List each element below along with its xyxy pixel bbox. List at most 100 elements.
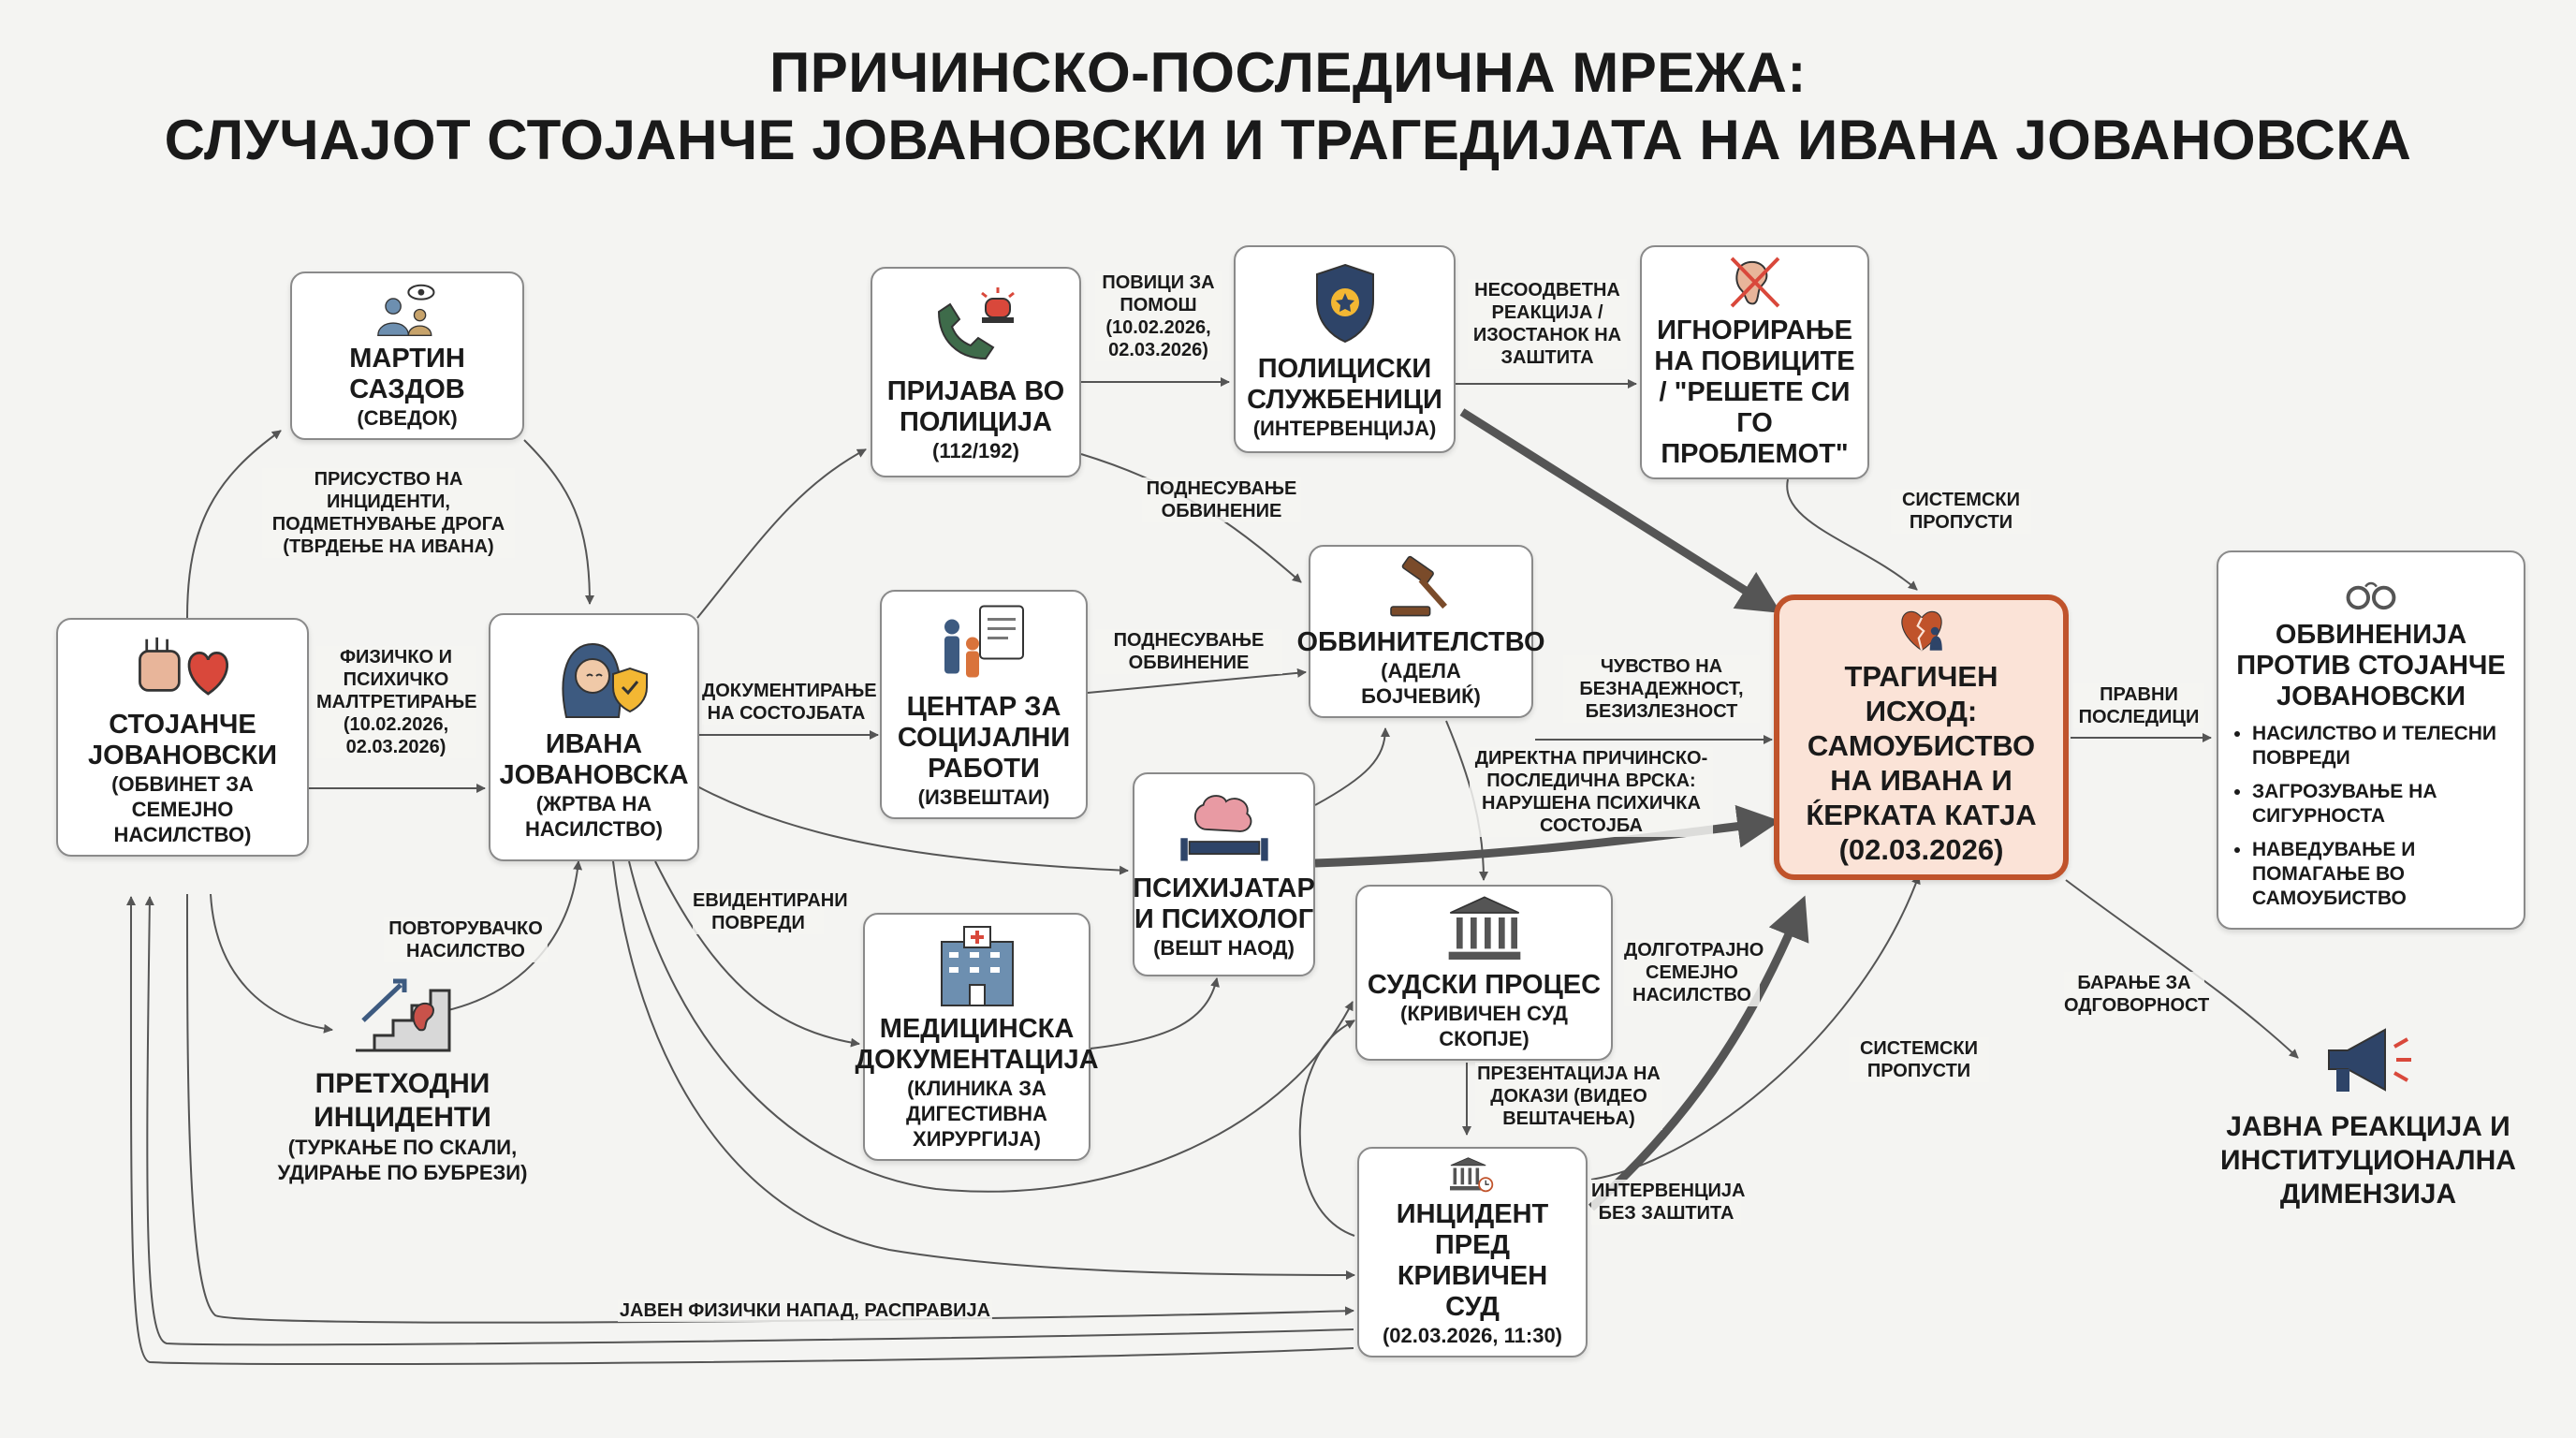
node-outcome-title: ТРАГИЧЕН ИСХОД: САМОУБИСТВО НА ИВАНА И Ќ… xyxy=(1806,660,2037,866)
label-abuse: ФИЗИЧКО И ПСИХИЧКО МАЛТРЕТИРАЊЕ (10.02.2… xyxy=(316,646,477,758)
node-psych[interactable]: ПСИХИЈАТАР И ПСИХОЛОГ (ВЕШТ НАОД) xyxy=(1133,772,1315,976)
gavel-icon xyxy=(1390,555,1447,617)
node-social-subtitle: (ИЗВЕШТАИ) xyxy=(917,785,1050,809)
node-incident-subtitle: (02.03.2026, 11:30) xyxy=(1382,1324,1563,1347)
node-outcome[interactable]: ТРАГИЧЕН ИСХОД: САМОУБИСТВО НА ИВАНА И Ќ… xyxy=(1774,594,2069,880)
witness-eye-icon xyxy=(377,284,435,336)
label-calls: ПОВИЦИ ЗА ПОМОШ (10.02.2026, 02.03.2026) xyxy=(1095,271,1222,361)
label-hopeless: ЧУВСТВО НА БЕЗНАДЕЖНОСТ, БЕЗИЗЛЕЗНОСТ xyxy=(1563,655,1760,723)
family-document-icon xyxy=(944,605,1024,678)
node-social[interactable]: ЦЕНТАР ЗА СОЦИЈАЛНИ РАБОТИ (ИЗВЕШТАИ) xyxy=(880,590,1088,819)
node-ignoring[interactable]: ИГНОРИРАЊЕ НА ПОВИЦИТЕ / "РЕШЕТЕ СИ ГО П… xyxy=(1640,245,1869,479)
edge-stojanche-incident-1 xyxy=(186,893,1354,1324)
node-court[interactable]: СУДСКИ ПРОЦЕС (КРИВИЧЕН СУД СКОПЈЕ) xyxy=(1355,885,1613,1061)
edge-martin-ivana xyxy=(523,439,594,605)
label-recorded: ЕВИДЕНТИРАНИ ПОВРЕДИ xyxy=(693,889,848,934)
broken-heart-icon xyxy=(1900,610,1942,652)
node-charges[interactable]: ОБВИНЕНИЈА ПРОТИВ СТОЈАНЧЕ ЈОВАНОВСКИ НА… xyxy=(2217,550,2525,930)
label-public-attack: ЈАВЕН ФИЗИЧКИ НАПАД, РАСПРАВИЈА xyxy=(618,1299,992,1322)
label-legal: ПРАВНИ ПОСЛЕДИЦИ xyxy=(2073,683,2204,728)
node-martin[interactable]: МАРТИН САЗДОВ (СВЕДОК) xyxy=(290,271,524,440)
edge-ivana-court xyxy=(628,860,1354,1193)
diagram-title: ПРИЧИНСКО-ПОСЛЕДИЧНА МРЕЖА: СЛУЧАЈОТ СТО… xyxy=(0,39,2576,174)
courthouse-icon xyxy=(1448,896,1520,960)
label-long-violence: ДОЛГОТРАЈНО СЕМЕЈНО НАСИЛСТВО xyxy=(1624,939,1764,1006)
edge-social-prosecution xyxy=(1087,668,1307,694)
handcuffs-icon xyxy=(2346,581,2396,610)
police-badge-icon xyxy=(1315,263,1374,343)
heavy-edge-incident-outcome xyxy=(1588,895,1809,1211)
edge-ivana-psych xyxy=(696,785,1129,875)
brain-couch-icon xyxy=(1179,794,1268,861)
node-police-report[interactable]: ПРИЈАВА ВО ПОЛИЦИЈА (112/192) xyxy=(871,267,1081,477)
edge-ivana-incident xyxy=(612,860,1355,1280)
node-medical-subtitle: (КЛИНИКА ЗА ДИГЕСТИВНА ХИРУРГИЈА) xyxy=(906,1077,1047,1151)
node-ivana-subtitle: (ЖРТВА НА НАСИЛСТВО) xyxy=(525,791,663,841)
node-prosecution-subtitle: (АДЕЛА БОЈЧЕВИЌ) xyxy=(1361,659,1481,708)
hospital-icon xyxy=(940,926,1014,1006)
node-ivana-title: ИВАНА ЈОВАНОВСКА xyxy=(499,728,689,790)
edge-stojanche-martin xyxy=(186,430,282,619)
charges-item: НАВЕДУВАЊЕ И ПОМАГАЊЕ ВО САМОУБИСТВО xyxy=(2252,838,2514,911)
edge-ivana-medical xyxy=(654,860,860,1048)
edge-ivana-report xyxy=(696,448,867,619)
edge-stojanche-prior xyxy=(210,893,333,1034)
node-ignoring-title: ИГНОРИРАЊЕ НА ПОВИЦИТЕ / "РЕШЕТЕ СИ ГО П… xyxy=(1654,315,1855,469)
title-line-1: ПРИЧИНСКО-ПОСЛЕДИЧНА МРЕЖА: xyxy=(769,41,1807,104)
node-incident-title: ИНЦИДЕНТ ПРЕД КРИВИЧЕН СУД xyxy=(1396,1199,1549,1322)
node-public[interactable]: ЈАВНА РЕАКЦИЈА И ИНСТИТУЦИОНАЛНА ДИМЕНЗИ… xyxy=(2209,1016,2527,1222)
node-medical-title: МЕДИЦИНСКА ДОКУМЕНТАЦИЈА xyxy=(855,1014,1099,1075)
node-court-subtitle: (КРИВИЧЕН СУД СКОПЈЕ) xyxy=(1400,1002,1568,1050)
edge-incident-outcome-thin xyxy=(1590,874,1921,1181)
charges-list: НАСИЛСТВО И ТЕЛЕСНИ ПОВРЕДИ ЗАГРОЗУВАЊЕ … xyxy=(2228,722,2514,920)
node-prosecution[interactable]: ОБВИНИТЕЛСТВО (АДЕЛА БОЈЧЕВИЌ) xyxy=(1296,545,1545,718)
title-line-2: СЛУЧАЈОТ СТОЈАНЧЕ ЈОВАНОВСКИ И ТРАГЕДИЈА… xyxy=(164,109,2412,171)
node-court-title: СУДСКИ ПРОЦЕС xyxy=(1367,970,1602,1000)
node-social-title: ЦЕНТАР ЗА СОЦИЈАЛНИ РАБОТИ xyxy=(897,692,1071,784)
edge-stojanche-incident-2 xyxy=(144,896,1354,1346)
charges-item: НАСИЛСТВО И ТЕЛЕСНИ ПОВРЕДИ xyxy=(2252,722,2514,770)
phone-siren-icon xyxy=(937,287,1015,360)
node-prior[interactable]: ПРЕТХОДНИ ИНЦИДЕНТИ (ТУРКАЊЕ ПО СКАЛИ, У… xyxy=(267,960,538,1222)
victim-shield-icon xyxy=(562,642,648,718)
node-stojanche[interactable]: СТОЈАНЧЕ ЈОВАНОВСКИ (ОБВИНЕТ ЗА СЕМЕЈНО … xyxy=(56,618,309,857)
edge-stojanche-incident-3 xyxy=(125,896,1354,1366)
node-ivana[interactable]: ИВАНА ЈОВАНОВСКА (ЖРТВА НА НАСИЛСТВО) xyxy=(489,613,699,861)
node-prior-subtitle: (ТУРКАЊЕ ПО СКАЛИ, УДИРАЊЕ ПО БУБРЕЗИ) xyxy=(277,1136,528,1184)
label-inadequate: НЕСООДВЕТНА РЕАКЦИЈА / ИЗОСТАНОК НА ЗАШТ… xyxy=(1468,279,1627,369)
edge-medical-psych xyxy=(1090,977,1220,1049)
node-public-title: ЈАВНА РЕАКЦИЈА И ИНСТИТУЦИОНАЛНА ДИМЕНЗИ… xyxy=(2220,1111,2516,1210)
charges-item: ЗАГРОЗУВАЊЕ НА СИГУРНОСТА xyxy=(2252,780,2514,829)
node-psych-title: ПСИХИЈАТАР И ПСИХОЛОГ xyxy=(1133,873,1315,934)
label-no-protection: ИНТЕРВЕНЦИЈА БЕЗ ЗАШТИТА xyxy=(1591,1180,1746,1225)
node-martin-title: МАРТИН САЗДОВ xyxy=(349,344,465,404)
stairs-kidney-icon xyxy=(356,978,451,1052)
label-accountability: БАРАЊЕ ЗА ОДГОВОРНОСТ xyxy=(2064,972,2210,1017)
node-officers-title: ПОЛИЦИСКИ СЛУЖБЕНИЦИ xyxy=(1247,353,1442,415)
crossed-ear-icon xyxy=(1730,257,1779,308)
label-presence: ПРИСУСТВО НА ИНЦИДЕНТИ, ПОДМЕТНУВАЊЕ ДРО… xyxy=(262,468,515,558)
label-charge-social: ПОДНЕСУВАЊЕ ОБВИНЕНИЕ xyxy=(1095,629,1282,674)
node-incident[interactable]: ИНЦИДЕНТ ПРЕД КРИВИЧЕН СУД (02.03.2026, … xyxy=(1357,1147,1588,1357)
node-prior-title: ПРЕТХОДНИ ИНЦИДЕНТИ xyxy=(314,1068,491,1133)
edge-ignoring-outcome xyxy=(1786,478,1918,591)
heavy-edge-officers-outcome xyxy=(1459,408,1781,613)
label-repeated: ПОВТОРУВАЧКО НАСИЛСТВО xyxy=(384,917,548,962)
node-officers-subtitle: (ИНТЕРВЕНЦИЈА) xyxy=(1252,416,1437,440)
label-charge-police: ПОДНЕСУВАЊЕ ОБВИНЕНИЕ xyxy=(1142,477,1301,522)
node-psych-subtitle: (ВЕШТ НАОД) xyxy=(1153,935,1295,960)
node-medical[interactable]: МЕДИЦИНСКА ДОКУМЕНТАЦИЈА (КЛИНИКА ЗА ДИГ… xyxy=(855,913,1099,1161)
label-documenting: ДОКУМЕНТИРАЊЕ НА СОСТОЈБАТА xyxy=(702,680,877,725)
fist-and-heart-icon xyxy=(139,637,229,696)
node-police-report-title: ПРИЈАВА ВО ПОЛИЦИЈА xyxy=(886,376,1065,437)
node-charges-title: ОБВИНЕНИЈА ПРОТИВ СТОЈАНЧЕ ЈОВАНОВСКИ xyxy=(2236,620,2506,712)
node-officers[interactable]: ПОЛИЦИСКИ СЛУЖБЕНИЦИ (ИНТЕРВЕНЦИЈА) xyxy=(1234,245,1456,453)
edge-incident-court-loop xyxy=(1298,1020,1355,1237)
edge-psych-prosecution xyxy=(1314,727,1390,806)
label-systemic-bottom: СИСТЕМСКИ ПРОПУСТИ xyxy=(1849,1037,1989,1082)
node-prosecution-title: ОБВИНИТЕЛСТВО xyxy=(1296,627,1545,657)
node-police-report-subtitle: (112/192) xyxy=(932,439,1019,462)
node-martin-subtitle: (СВЕДОК) xyxy=(357,406,458,430)
node-stojanche-title: СТОЈАНЧЕ ЈОВАНОВСКИ xyxy=(88,710,277,770)
